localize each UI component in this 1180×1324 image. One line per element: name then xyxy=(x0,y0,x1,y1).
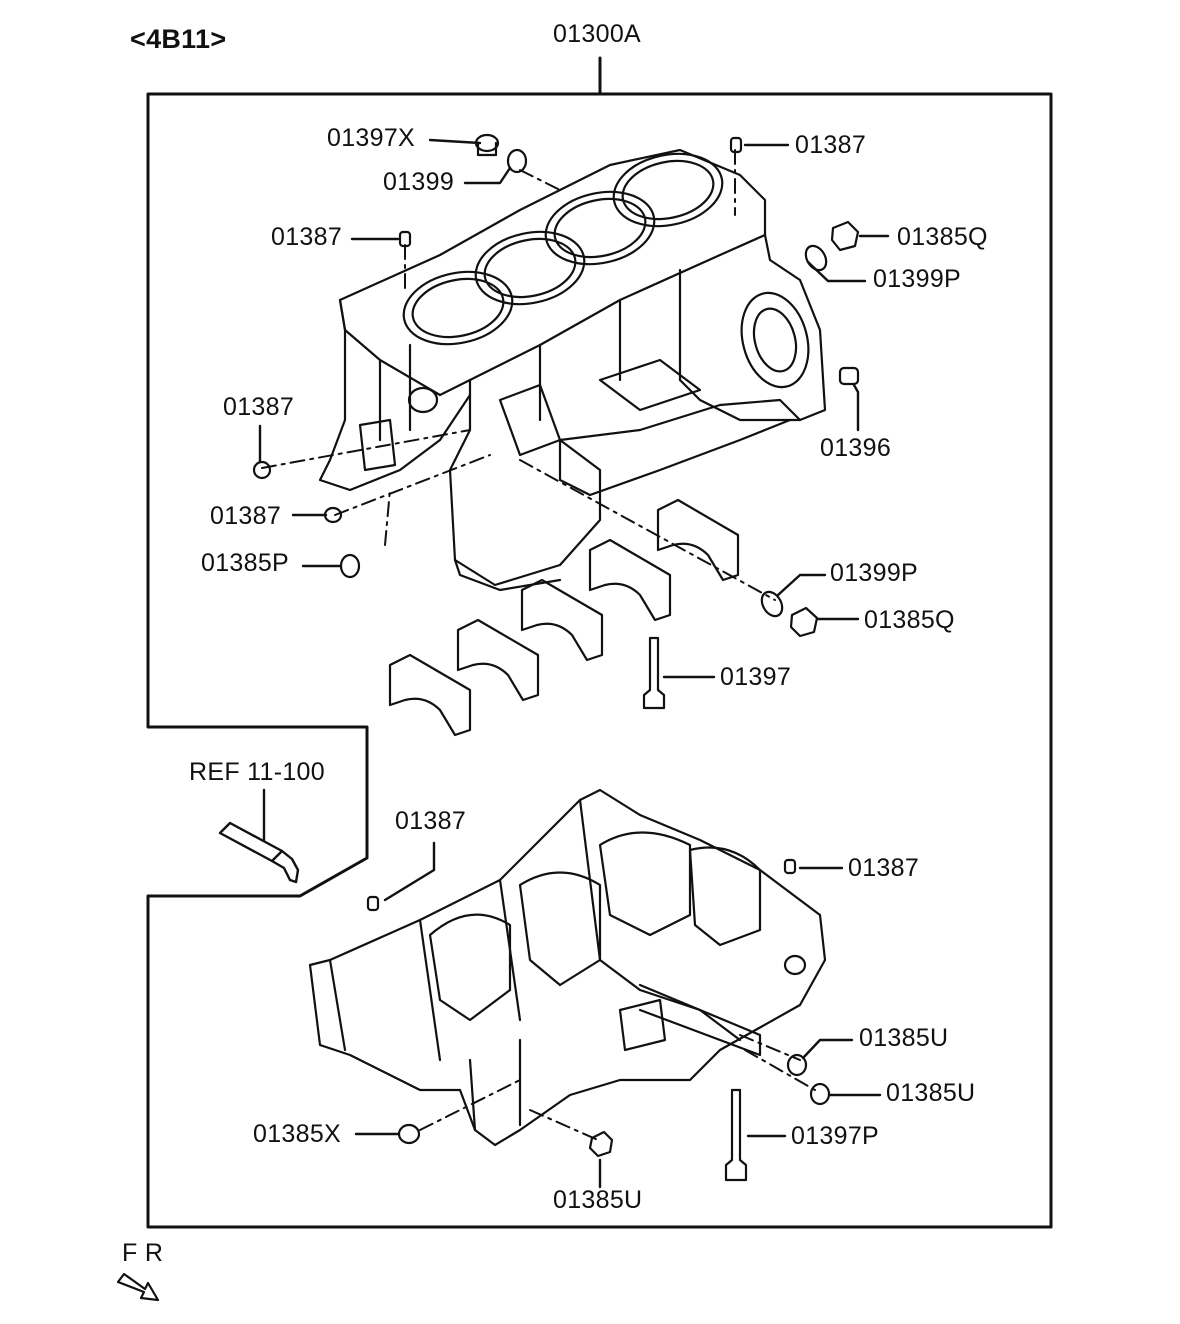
leader-lines xyxy=(258,138,890,1189)
part-01397p: 01397P xyxy=(791,1122,879,1150)
cylinder-block-upper xyxy=(318,148,827,592)
part-01385p: 01385P xyxy=(201,549,289,577)
part-01396: 01396 xyxy=(820,434,892,462)
sealant-tube-icon xyxy=(218,821,300,884)
assembly-code-01300a: 01300A xyxy=(553,20,641,48)
part-01387-top-left: 01387 xyxy=(271,223,343,251)
part-01387-left-mid: 01387 xyxy=(223,393,295,421)
part-01397: 01397 xyxy=(720,663,792,691)
bearing-caps xyxy=(388,498,740,737)
part-01385u-a: 01385U xyxy=(859,1024,949,1052)
part-01399: 01399 xyxy=(383,168,455,196)
part-01385q-top: 01385Q xyxy=(897,223,988,251)
part-01387-lower-right: 01387 xyxy=(848,854,920,882)
front-direction-label: F R xyxy=(122,1239,164,1267)
part-01387-top-right: 01387 xyxy=(795,131,867,159)
front-arrow-icon xyxy=(116,1272,160,1302)
part-01387-lower-left: 01387 xyxy=(395,807,467,835)
part-01387-left-low: 01387 xyxy=(210,502,282,530)
part-01385u-b: 01385U xyxy=(886,1079,976,1107)
part-01385u-bottom: 01385U xyxy=(553,1186,643,1214)
ref-11-100: REF 11-100 xyxy=(189,758,325,786)
part-01399p-mid: 01399P xyxy=(830,559,918,587)
bed-plate-lower xyxy=(308,788,827,1147)
part-01397x: 01397X xyxy=(327,124,415,152)
part-01385q-mid: 01385Q xyxy=(864,606,955,634)
engine-code: <4B11> xyxy=(130,24,227,54)
hardware-lower xyxy=(366,858,831,1182)
part-01399p-top: 01399P xyxy=(873,265,961,293)
part-01385x: 01385X xyxy=(253,1120,341,1148)
assembly-frame xyxy=(146,92,1053,1229)
